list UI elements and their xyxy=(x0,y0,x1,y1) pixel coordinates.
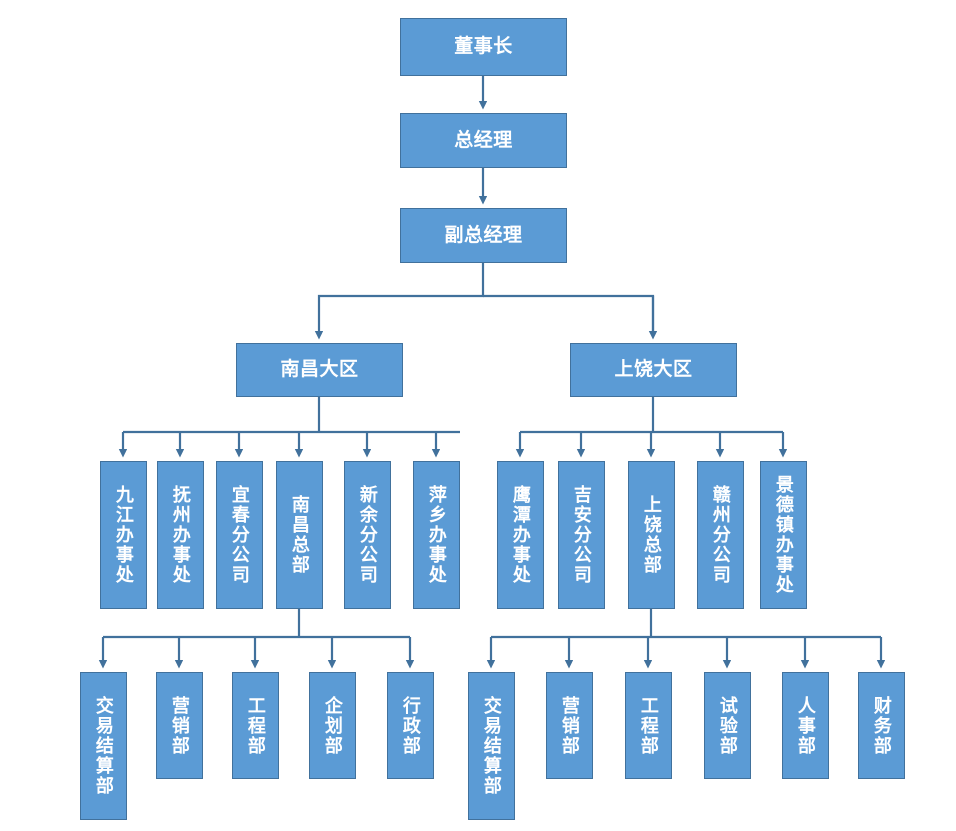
org-node-sr_test[interactable]: 试验部 xyxy=(704,672,751,779)
org-node-label: 总经理 xyxy=(454,129,513,151)
org-node-gm[interactable]: 总经理 xyxy=(400,113,567,168)
org-node-label: 鹰潭办事处 xyxy=(510,485,531,585)
org-node-label: 交易结算部 xyxy=(93,696,114,796)
org-node-label: 景德镇办事处 xyxy=(773,475,794,595)
org-node-shangrao_region[interactable]: 上饶大区 xyxy=(570,343,737,397)
org-node-ganzhou[interactable]: 赣州分公司 xyxy=(697,461,744,609)
org-node-label: 工程部 xyxy=(245,695,266,756)
org-node-deputy_gm[interactable]: 副总经理 xyxy=(400,208,567,263)
org-node-label: 行政部 xyxy=(400,695,421,756)
org-node-yichun[interactable]: 宜春分公司 xyxy=(216,461,263,609)
org-node-label: 副总经理 xyxy=(444,224,523,246)
org-node-fuzhou[interactable]: 抚州办事处 xyxy=(157,461,204,609)
org-node-label: 上饶总部 xyxy=(641,495,662,575)
org-node-nc_eng[interactable]: 工程部 xyxy=(232,672,279,779)
org-node-label: 营销部 xyxy=(169,695,190,756)
org-node-shangrao_hq[interactable]: 上饶总部 xyxy=(628,461,675,609)
org-node-pingxiang[interactable]: 萍乡办事处 xyxy=(413,461,460,609)
org-node-label: 营销部 xyxy=(559,695,580,756)
org-node-label: 九江办事处 xyxy=(113,485,134,585)
org-node-jian[interactable]: 吉安分公司 xyxy=(558,461,605,609)
org-node-label: 新余分公司 xyxy=(357,485,378,585)
org-node-jiujiang[interactable]: 九江办事处 xyxy=(100,461,147,609)
org-node-label: 萍乡办事处 xyxy=(426,485,447,585)
org-node-label: 吉安分公司 xyxy=(571,485,592,585)
org-node-xinyu[interactable]: 新余分公司 xyxy=(344,461,391,609)
org-node-jingdezhen[interactable]: 景德镇办事处 xyxy=(760,461,807,609)
org-node-sr_eng[interactable]: 工程部 xyxy=(625,672,672,779)
org-node-nc_trade[interactable]: 交易结算部 xyxy=(80,672,127,820)
org-node-sr_finance[interactable]: 财务部 xyxy=(858,672,905,779)
org-node-label: 工程部 xyxy=(638,695,659,756)
org-node-nc_plan[interactable]: 企划部 xyxy=(309,672,356,779)
org-node-label: 南昌大区 xyxy=(280,359,359,381)
org-node-nc_market[interactable]: 营销部 xyxy=(156,672,203,779)
org-node-chairman[interactable]: 董事长 xyxy=(400,18,567,76)
org-node-label: 董事长 xyxy=(454,36,513,58)
org-node-sr_trade[interactable]: 交易结算部 xyxy=(468,672,515,820)
org-node-yingtan[interactable]: 鹰潭办事处 xyxy=(497,461,544,609)
org-node-label: 赣州分公司 xyxy=(710,485,731,585)
org-node-nc_admin[interactable]: 行政部 xyxy=(387,672,434,779)
org-node-label: 宜春分公司 xyxy=(229,485,250,585)
org-node-label: 人事部 xyxy=(795,695,816,756)
org-node-label: 交易结算部 xyxy=(481,696,502,796)
org-node-label: 企划部 xyxy=(322,695,343,756)
org-node-sr_hr[interactable]: 人事部 xyxy=(782,672,829,779)
org-node-label: 财务部 xyxy=(871,695,892,756)
org-node-label: 试验部 xyxy=(717,695,738,756)
org-node-sr_market[interactable]: 营销部 xyxy=(546,672,593,779)
org-node-label: 上饶大区 xyxy=(614,359,693,381)
org-node-label: 南昌总部 xyxy=(289,495,310,575)
org-node-label: 抚州办事处 xyxy=(170,485,191,585)
org-node-nanchang_region[interactable]: 南昌大区 xyxy=(236,343,403,397)
org-node-nanchang_hq[interactable]: 南昌总部 xyxy=(276,461,323,609)
